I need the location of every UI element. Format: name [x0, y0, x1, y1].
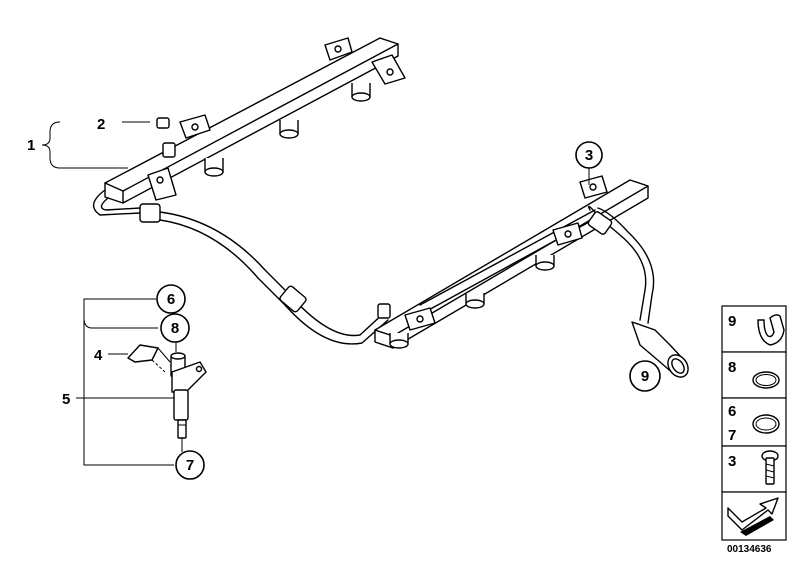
svg-text:6: 6 [167, 291, 175, 308]
injector-cup [279, 120, 299, 139]
callout-7: 7 [175, 450, 205, 480]
fuel-line [92, 189, 389, 345]
callout-3: 3 [575, 141, 603, 169]
o-ring-icon [752, 371, 780, 389]
rail-cap [156, 117, 176, 158]
legend-label-9: 9 [728, 313, 736, 330]
svg-text:8: 8 [171, 320, 179, 337]
svg-text:9: 9 [641, 368, 649, 385]
legend-label-3: 3 [728, 453, 736, 470]
quick-connector [631, 321, 689, 378]
clip-icon [757, 314, 785, 346]
bolt-icon [761, 450, 779, 485]
callout-5: 5 [62, 391, 70, 408]
fuel-rail-left [104, 37, 406, 204]
injector-clip [127, 344, 171, 373]
callout-1: 1 [27, 137, 35, 154]
svg-text:3: 3 [585, 147, 593, 164]
seal-ring-icon [752, 414, 780, 434]
fuel-injector [170, 352, 207, 439]
diagram-code: 00134636 [727, 544, 772, 555]
injector-cup [351, 83, 371, 102]
injector-cup [465, 293, 485, 309]
leader-lines [41, 121, 590, 466]
callout-8: 8 [160, 313, 190, 343]
callout-2: 2 [97, 116, 105, 133]
legend-label-8: 8 [728, 359, 736, 376]
callout-9: 9 [629, 360, 661, 392]
callout-4: 4 [94, 347, 103, 364]
injector-cup [535, 255, 555, 271]
legend-label-7: 7 [728, 427, 736, 444]
callout-6: 6 [156, 284, 186, 314]
injector-cup [389, 333, 409, 349]
svg-text:7: 7 [186, 457, 194, 474]
parts-legend: 9 8 6 7 3 [721, 305, 787, 541]
legend-label-6: 6 [728, 403, 736, 420]
injector-cup [204, 158, 224, 177]
arrow-icon [727, 497, 779, 536]
fuel-rail-right [374, 175, 689, 378]
